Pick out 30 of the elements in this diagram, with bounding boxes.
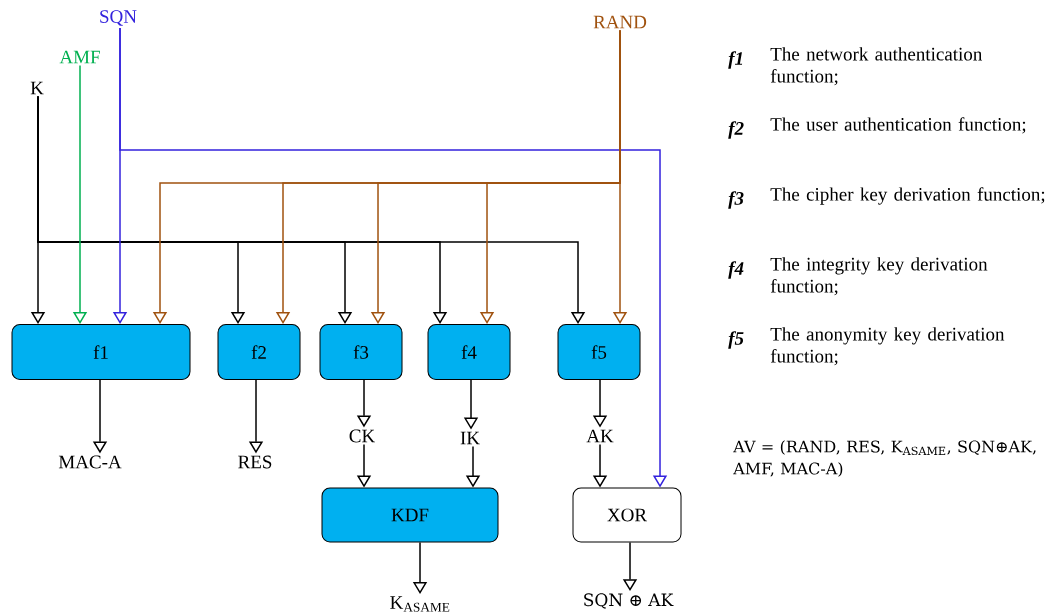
output-label: AK bbox=[586, 429, 614, 443]
function-symbol: f2 bbox=[728, 121, 744, 139]
output-label: SQN ⊕ AK bbox=[584, 593, 674, 609]
function-description: The network authentication function; bbox=[770, 47, 983, 86]
function-box: f2 bbox=[217, 324, 301, 380]
function-box: f4 bbox=[427, 324, 511, 380]
input-label: AMF bbox=[59, 50, 100, 64]
function-box: f3 bbox=[319, 324, 403, 380]
output-label: IK bbox=[460, 431, 480, 445]
arrow bbox=[37, 95, 586, 324]
input-label: SQN bbox=[100, 10, 137, 26]
xor-box: XOR bbox=[572, 487, 682, 543]
input-label: RAND bbox=[593, 15, 647, 29]
function-symbol: f1 bbox=[728, 51, 743, 69]
function-description: The cipher key derivation function; bbox=[770, 187, 1045, 205]
function-symbol: f5 bbox=[728, 331, 744, 349]
formula-text: AV = (RAND, RES, K$_{ASAME}$, SQN⊕AK, AMF, MAC-A) bbox=[733, 440, 1036, 477]
output-label: RES bbox=[238, 455, 272, 469]
function-symbol: f4 bbox=[728, 261, 744, 279]
input-label: K bbox=[30, 81, 44, 95]
function-box: f5 bbox=[557, 324, 641, 380]
function-description: The anonymity key derivation function; bbox=[770, 327, 1005, 366]
function-description: The user authentication function; bbox=[770, 117, 1026, 134]
function-description: The integrity key derivation function; bbox=[770, 257, 988, 296]
output-label: CK bbox=[349, 429, 375, 443]
function-symbol: f3 bbox=[728, 191, 744, 209]
output-label: MAC-A bbox=[58, 455, 122, 469]
function-box: f1 bbox=[11, 324, 191, 380]
function-box: KDF bbox=[321, 487, 499, 543]
output-label: K$_{ASAME}$ bbox=[390, 596, 450, 612]
